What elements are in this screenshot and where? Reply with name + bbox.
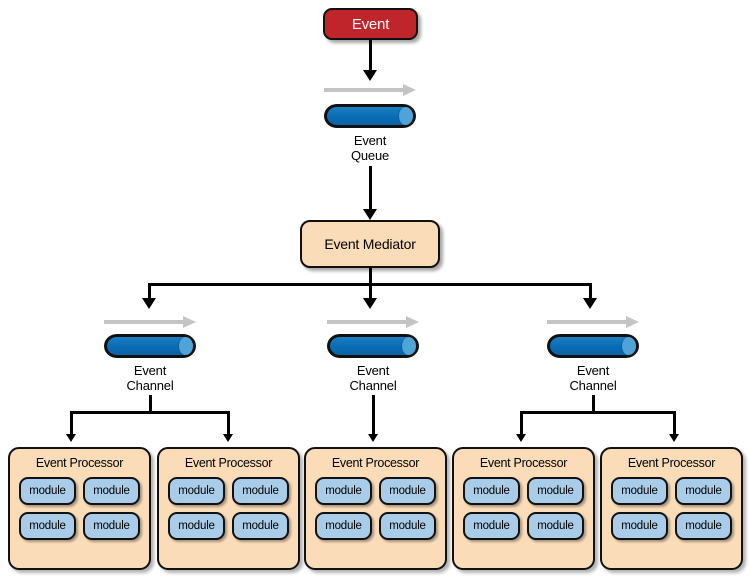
module-grid-4: module module module module (454, 470, 593, 549)
module-box[interactable]: module (168, 512, 225, 540)
event-channel-2-line2: Channel (349, 378, 397, 393)
module-box[interactable]: module (463, 512, 520, 540)
connector-channel-3-branch-right (673, 411, 676, 437)
channel-2-cylinder-cap (401, 337, 416, 355)
event-mediator-node[interactable]: Event Mediator (300, 220, 440, 268)
event-channel-node-2[interactable] (327, 334, 419, 358)
module-box[interactable]: module (83, 512, 140, 540)
arrowhead-mediator-to-channel-3 (583, 298, 597, 309)
connector-channel-3-stem (592, 395, 595, 412)
channel-1-cylinder-cap (178, 337, 193, 355)
module-grid-2: module module module module (159, 470, 298, 549)
connector-channel-1-bus (70, 411, 229, 414)
module-box[interactable]: module (83, 477, 140, 505)
arrowhead-queue-to-mediator (363, 209, 377, 220)
module-box[interactable]: module (611, 477, 668, 505)
event-processor-node-3[interactable]: Event Processor module module module mod… (304, 447, 447, 570)
event-node[interactable]: Event (323, 8, 418, 40)
event-channel-1-line2: Channel (126, 378, 174, 393)
module-box[interactable]: module (19, 477, 76, 505)
event-channel-node-1[interactable] (104, 334, 196, 358)
module-box[interactable]: module (232, 477, 289, 505)
module-box[interactable]: module (527, 477, 584, 505)
module-grid-5: module module module module (602, 470, 741, 549)
connector-queue-to-mediator (369, 166, 372, 212)
event-queue-node[interactable] (324, 104, 416, 128)
arrowhead-mediator-to-channel-2 (363, 298, 377, 309)
event-channel-label-2: Event Channel (313, 363, 433, 393)
arrowhead-channel-2-to-processor-3 (368, 434, 378, 442)
channel-2-flow-arrow-icon (327, 316, 419, 328)
event-processor-node-1[interactable]: Event Processor module module module mod… (8, 447, 151, 570)
module-grid-1: module module module module (10, 470, 149, 549)
event-processor-title-3: Event Processor (331, 456, 420, 470)
module-box[interactable]: module (19, 512, 76, 540)
event-queue-label-line2: Queue (350, 148, 390, 163)
event-channel-3-line1: Event (576, 363, 610, 378)
arrowhead-channel-1-to-processor-1 (66, 434, 76, 442)
connector-mediator-branch-left (148, 283, 151, 301)
event-queue-label-line1: Event (353, 133, 387, 148)
channel-3-flow-arrow-icon (547, 316, 639, 328)
event-channel-2-line1: Event (356, 363, 390, 378)
event-processor-title-1: Event Processor (35, 456, 124, 470)
event-processor-node-4[interactable]: Event Processor module module module mod… (452, 447, 595, 570)
event-label: Event (351, 15, 390, 33)
event-channel-label-3: Event Channel (533, 363, 653, 393)
connector-channel-1-stem (149, 395, 152, 412)
event-channel-node-3[interactable] (547, 334, 639, 358)
module-grid-3: module module module module (306, 470, 445, 549)
module-box[interactable]: module (527, 512, 584, 540)
channel-1-flow-arrow-icon (104, 316, 196, 328)
queue-cylinder-cap (398, 107, 413, 125)
module-box[interactable]: module (463, 477, 520, 505)
module-box[interactable]: module (379, 512, 436, 540)
event-channel-3-line2: Channel (569, 378, 617, 393)
arrowhead-event-to-queue (363, 70, 377, 81)
event-channel-label-1: Event Channel (90, 363, 210, 393)
module-box[interactable]: module (168, 477, 225, 505)
connector-mediator-branch-middle (369, 283, 372, 301)
connector-channel-1-branch-right (227, 411, 230, 437)
event-mediator-label: Event Mediator (324, 236, 416, 252)
module-box[interactable]: module (611, 512, 668, 540)
event-processor-title-2: Event Processor (184, 456, 273, 470)
arrowhead-mediator-to-channel-1 (142, 298, 156, 309)
event-processor-title-4: Event Processor (479, 456, 568, 470)
module-box[interactable]: module (675, 477, 732, 505)
module-box[interactable]: module (315, 512, 372, 540)
module-box[interactable]: module (315, 477, 372, 505)
event-channel-1-line1: Event (133, 363, 167, 378)
connector-mediator-branch-right (589, 283, 592, 301)
channel-3-cylinder-cap (621, 337, 636, 355)
connector-mediator-stem (369, 268, 372, 284)
connector-channel-3-bus (520, 411, 675, 414)
arrowhead-channel-3-to-processor-5 (669, 434, 679, 442)
arrowhead-channel-3-to-processor-4 (516, 434, 526, 442)
event-processor-node-2[interactable]: Event Processor module module module mod… (157, 447, 300, 570)
module-box[interactable]: module (232, 512, 289, 540)
connector-channel-3-branch-left (520, 411, 523, 437)
event-processor-title-5: Event Processor (627, 456, 716, 470)
arrowhead-channel-1-to-processor-2 (223, 434, 233, 442)
connector-event-to-queue (369, 40, 372, 73)
connector-channel-1-branch-left (70, 411, 73, 437)
event-queue-label: Event Queue (310, 133, 430, 163)
module-box[interactable]: module (675, 512, 732, 540)
connector-channel-2-stem (372, 395, 375, 437)
queue-flow-arrow-icon (324, 84, 416, 96)
event-processor-node-5[interactable]: Event Processor module module module mod… (600, 447, 743, 570)
module-box[interactable]: module (379, 477, 436, 505)
